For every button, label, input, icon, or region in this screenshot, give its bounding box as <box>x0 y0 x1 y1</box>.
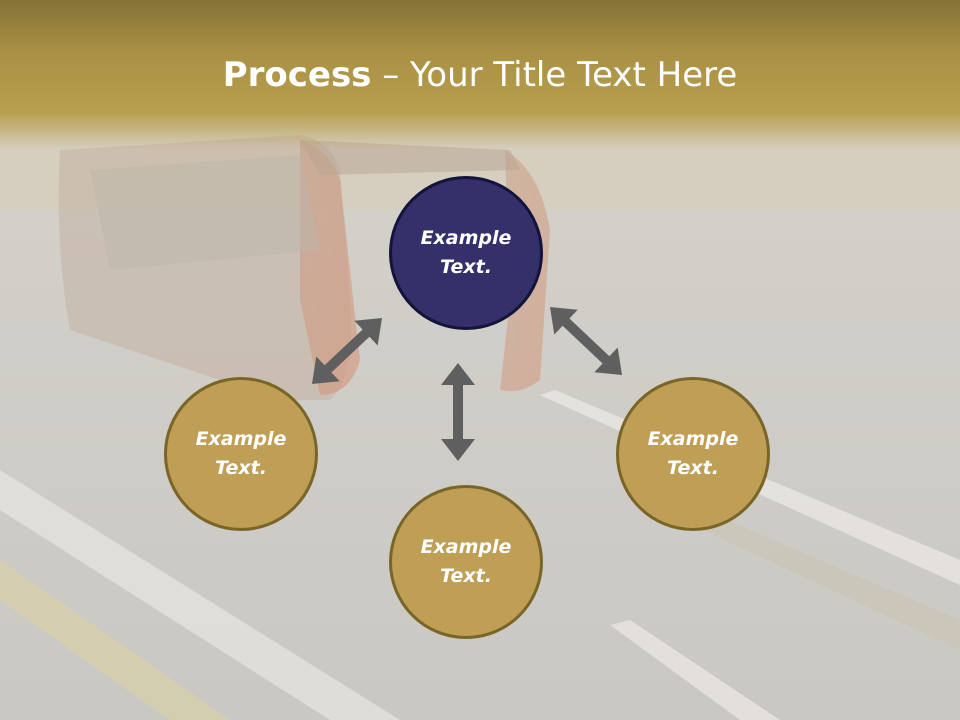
title-bar <box>0 0 960 150</box>
node-left: Example Text. <box>164 377 318 531</box>
node-right: Example Text. <box>616 377 770 531</box>
arrow-top-right <box>550 307 622 375</box>
arrow-group <box>312 307 622 461</box>
title-bold: Process <box>222 55 372 95</box>
node-top-label: Example Text. <box>420 227 512 278</box>
title-rest: – Your Title Text Here <box>371 55 738 95</box>
node-bottom-label: Example Text. <box>420 536 512 587</box>
node-bottom: Example Text. <box>389 485 543 639</box>
node-top: Example Text. <box>389 176 543 330</box>
arrow-top-left <box>312 318 382 384</box>
slide-title: Process – Your Title Text Here <box>0 50 960 100</box>
node-right-label: Example Text. <box>647 428 739 479</box>
arrow-vertical <box>441 363 475 461</box>
node-left-label: Example Text. <box>195 428 287 479</box>
